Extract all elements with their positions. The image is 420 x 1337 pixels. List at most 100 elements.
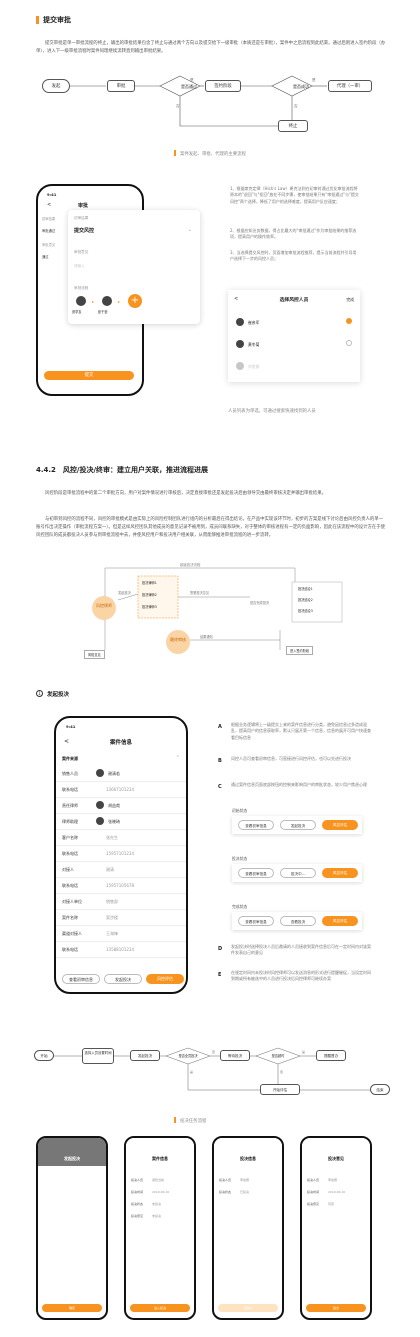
field-value: 王海锋 [106, 931, 118, 936]
card-value[interactable]: 提交风控 [74, 228, 95, 234]
mini-phone: 发起投决确定 [36, 1136, 108, 1320]
state-card: 查看初审信息发起投决风控评估 [232, 816, 362, 834]
note-b: 风控人员可查看初审信息，可直接进行风控评估，也可以先进行投决 [231, 756, 351, 761]
field-row: 渠道对接人王海锋 [56, 926, 186, 942]
state-button[interactable]: 查看初审信息 [238, 868, 274, 878]
back-icon[interactable]: < [234, 296, 239, 302]
launch-label: 发起投决 [118, 591, 131, 595]
mini-value: 李俊娜 [240, 1178, 250, 1182]
vote-timeout: 是否超时 [271, 1054, 285, 1058]
submit-button[interactable]: 提交 [44, 371, 134, 380]
state-label: 完成状态 [232, 904, 248, 909]
note-d: 发起投决时选择投决人员后邀请的人员接收到案件信息后可在一定时间内对该案件发表自己… [231, 944, 371, 956]
radio-icon[interactable] [346, 340, 352, 346]
state-button[interactable]: 查看投决 [280, 916, 316, 926]
back-icon[interactable]: < [64, 738, 70, 745]
field-value: 谢清若 [108, 771, 120, 776]
tab-label-2: 审批意见 [42, 243, 56, 247]
state-card: 查看初审信息投决中... 风控评估 [232, 864, 362, 882]
arrow-icon: ▸ [92, 299, 95, 304]
view-first-review-button[interactable]: 查看初审信息 [62, 974, 100, 984]
avatar [76, 296, 86, 306]
field-row: 对接人谢清 [56, 862, 186, 878]
vote-flowchart: 开始 选择入员设置时间 发起投决 是否全员投决 等待投决 是否超时 提醒督办 开… [30, 1044, 390, 1110]
field-row: 联系电话 13588101234 [56, 942, 186, 958]
chevron-up-icon[interactable]: ⌃ [175, 755, 180, 761]
vote-0: 投决律师1 [142, 581, 157, 585]
back-icon[interactable]: < [47, 202, 52, 208]
note-c: 通过案件信息页面底部按钮的控制来影响用户的审批状态，较少用户焦虑心理 [231, 782, 367, 787]
note-letter: A [218, 724, 222, 730]
state-button[interactable]: 查看初审信息 [238, 916, 274, 926]
note-letter: B [218, 758, 222, 764]
state-button[interactable]: 查看初审信息 [238, 820, 274, 830]
mini-title: 案件信息 [152, 1156, 168, 1161]
field-value: 15957101234 [106, 851, 134, 856]
flow-yes2: 是 [312, 78, 316, 82]
caption-marker [174, 1117, 176, 1123]
field-value: 13588101234 [106, 947, 134, 952]
vote-no2: 否 [280, 1070, 284, 1074]
chevron-down-icon[interactable]: ⌄ [187, 227, 192, 233]
section-marker [36, 16, 39, 24]
add-user-button[interactable]: + [128, 294, 142, 308]
vote-flag: 是否完成投决 [250, 601, 270, 605]
vote-wait: 等待投决 [220, 1050, 250, 1061]
flow-label: 审批流程 [74, 286, 89, 290]
field-label: 销售人员 [62, 771, 78, 776]
flow-no2: 否 [294, 104, 298, 108]
flow-start: 发起 [42, 79, 70, 93]
page-title: 审批 [78, 203, 89, 209]
mini-action-button[interactable]: 提交 [306, 1304, 366, 1312]
user-name-0: 张学友 [72, 310, 82, 314]
mini-action-button[interactable]: 进入投决 [130, 1304, 190, 1312]
launch-vote-button[interactable]: 发起投决 [104, 974, 142, 984]
approve-note-3: 3、当选择提交风控时，页面增加审批流程推荐，提示当前流程并引导用户选择下一步的风… [230, 250, 357, 262]
note-letter: C [218, 784, 222, 790]
tab-label-0: 初审结果 [42, 217, 56, 221]
mini-label: 投决状态 [131, 1202, 144, 1206]
state-button[interactable]: 风控评估 [322, 868, 358, 878]
risk-lawyer-node: 风控律师 [92, 596, 116, 620]
tab-label-3: 通过 [42, 255, 49, 259]
vote-decide: 是否全员投决 [178, 1054, 198, 1058]
mini-action-button[interactable]: 确定 [42, 1304, 102, 1312]
state-button[interactable]: 风控评估 [322, 820, 358, 830]
state-button[interactable]: 投决中... [280, 868, 316, 878]
field-label: 客户名称 [62, 835, 78, 840]
source-label[interactable]: 案件来源 [62, 756, 78, 761]
person-2[interactable]: 李俊娜 [248, 364, 260, 369]
done-button[interactable]: 完成 [346, 297, 354, 302]
mini-value: 2019.06.20 [328, 1190, 346, 1194]
person-0[interactable]: 崔彦军 [248, 320, 260, 325]
section-title-launch: 发起投决 [47, 692, 70, 698]
field-value: 13667101234 [106, 787, 134, 792]
radio-checked-icon[interactable] [346, 318, 352, 324]
flow-end: 终止 [278, 120, 308, 132]
comment-label: 签署投决意见 [190, 591, 210, 595]
risk-eval-button[interactable]: 风控评估 [146, 974, 184, 984]
mini-value: 已投决 [240, 1190, 250, 1194]
state-card: 查看初审信息查看投决风控评估 [232, 912, 362, 930]
field-row: 责任律师胡益哉 [56, 798, 186, 814]
state-button[interactable]: 发起投决 [280, 820, 316, 830]
notify-label: 结果通知 [200, 635, 213, 639]
user-name-1: 彭于晏 [98, 310, 108, 314]
vote-no1: 否 [212, 1050, 216, 1054]
state-button[interactable]: 风控评估 [322, 916, 358, 926]
vote-start: 开始 [34, 1050, 54, 1061]
field-label: 责任律师 [62, 803, 78, 808]
mini-action-button[interactable]: 已投决 [218, 1304, 278, 1312]
flow-decision1: 是否通过 [181, 84, 197, 89]
opinion-input[interactable]: 请输入 [74, 264, 85, 268]
person-1[interactable]: 黄冬菊 [248, 342, 260, 347]
field-label: 联系电话 [62, 947, 78, 952]
mini-value: 2019.06.20 [152, 1190, 170, 1194]
avatar [236, 362, 244, 370]
sign-node: 进入签约阶段 [286, 646, 314, 655]
note-a: 根据业务逻辑将上一级提交上来的案件信息进行分类，避免因信息过多造成混乱，提高用户… [231, 722, 371, 740]
